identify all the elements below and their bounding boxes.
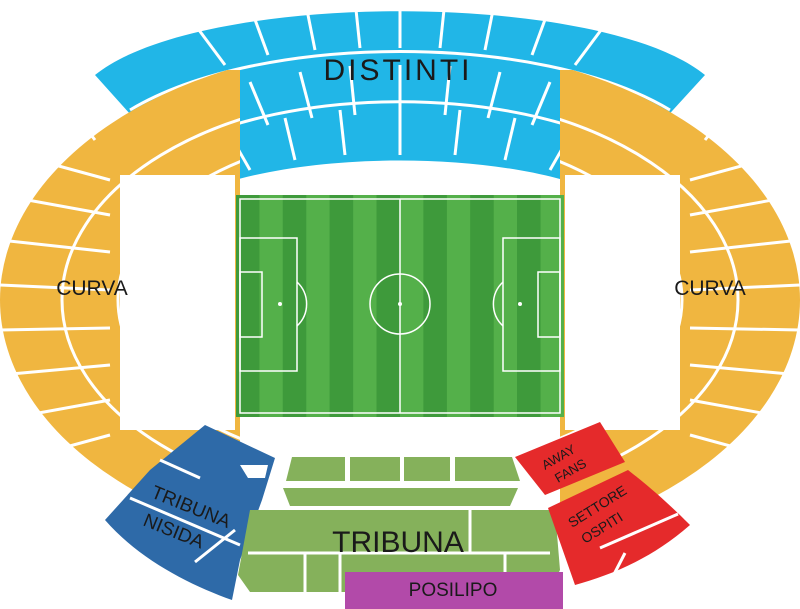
- pitch-stripe: [329, 195, 354, 417]
- tribuna-front-blocks: [283, 457, 520, 506]
- pitch-stripe: [306, 195, 330, 417]
- pitch-stripe: [423, 195, 447, 417]
- tribuna-label: TRIBUNA: [332, 526, 464, 559]
- pitch-stripe: [540, 195, 564, 417]
- sector-posilipo[interactable]: POSILIPO: [345, 572, 563, 609]
- pitch-stripe: [446, 195, 471, 417]
- settore-ospiti-shape: [548, 470, 690, 585]
- pitch-stripe: [400, 195, 424, 417]
- pitch-spots: [278, 302, 522, 306]
- pitch-stripe: [353, 195, 377, 417]
- sector-distinti[interactable]: DISTINTI: [95, 0, 705, 192]
- distinti-label: DISTINTI: [324, 54, 473, 87]
- posilipo-label: POSILIPO: [409, 580, 498, 601]
- sector-curva-right[interactable]: CURVA: [0, 45, 800, 555]
- posilipo-shape: [345, 572, 563, 609]
- curva-left-seat-dividers: [0, 94, 117, 522]
- pitch-stripe: [470, 195, 494, 417]
- pitch-stripes: [236, 195, 564, 417]
- curva-right-seat-dividers: [683, 94, 800, 522]
- tribuna-nisida-seat-dividers: [129, 458, 241, 564]
- pitch-stripe: [282, 195, 307, 417]
- sector-curva-left[interactable]: CURVA: [0, 45, 800, 555]
- pitch-stripe: [259, 195, 283, 417]
- curva-right-label: CURVA: [674, 277, 746, 300]
- football-pitch: [236, 195, 564, 417]
- tribuna-nisida-shape: [105, 425, 275, 600]
- tribuna-shape: [238, 510, 560, 592]
- sector-tribuna-nisida[interactable]: TRIBUNA NISIDA: [105, 425, 275, 600]
- away-fans-shape: [515, 422, 625, 495]
- curva-left-inner-gap: [120, 175, 235, 430]
- pitch-stripe: [493, 195, 518, 417]
- curva-left-label: CURVA: [56, 277, 128, 300]
- pitch-markings: [239, 198, 561, 414]
- sector-settore-ospiti[interactable]: SETTORE OSPITI: [548, 470, 690, 585]
- settore-ospiti-seat-dividers: [599, 512, 679, 583]
- pitch-stripe: [236, 195, 260, 417]
- sector-tribuna[interactable]: TRIBUNA: [238, 457, 560, 592]
- curva-right-inner-gap: [565, 175, 680, 430]
- tribuna-nisida-gap: [240, 465, 268, 478]
- pitch-stripe: [517, 195, 541, 417]
- pitch-stripe: [376, 195, 400, 417]
